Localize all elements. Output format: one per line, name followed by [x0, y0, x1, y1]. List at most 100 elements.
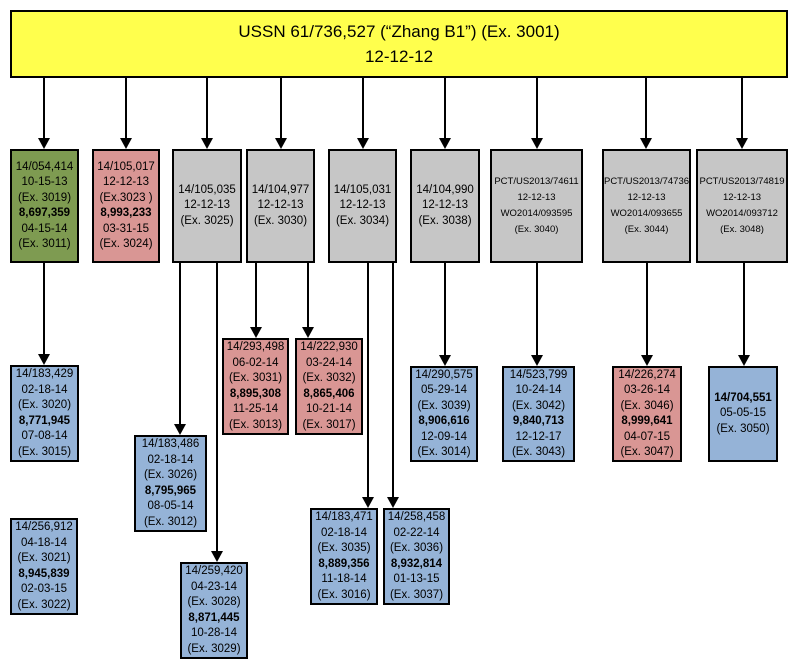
patent-box-line: (Ex. 3047) — [620, 446, 674, 458]
arrowhead-icon — [174, 424, 186, 435]
patent-box-line: (Ex. 3021) — [17, 552, 71, 564]
patent-box-line: 12-12-13 — [722, 192, 762, 203]
patent-box-line: 14/523,799 — [509, 368, 568, 381]
connector-line — [255, 263, 257, 329]
patent-box-line: (Ex. 3038) — [418, 214, 472, 227]
patent-box-line: 14/105,035 — [178, 183, 236, 196]
patent-box-line: 04-18-14 — [20, 536, 68, 549]
patent-box-line: (Ex. 3013) — [228, 418, 283, 431]
connector-line — [646, 263, 648, 357]
patent-box-line: (Ex. 3020) — [17, 399, 72, 411]
patent-box-line: 01-13-15 — [393, 573, 440, 585]
patent-box-line: 07-08-14 — [21, 430, 68, 442]
arrowhead-icon — [250, 327, 262, 338]
patent-box-line: (Ex. 3048) — [720, 224, 764, 235]
patent-box-line: (Ex. 3043) — [511, 446, 566, 458]
patent-box-line: 12-12-13 — [421, 199, 469, 212]
patent-box-line: (Ex. 3042) — [511, 399, 566, 412]
patent-box-line: (Ex. 3029) — [187, 642, 241, 655]
patent-box-line: (Ex. 3012) — [143, 515, 198, 528]
patent-box-line: (Ex. 3025) — [180, 214, 234, 227]
patent-box-line: 8,865,406 — [303, 387, 355, 400]
patent-box-line: 8,945,839 — [18, 567, 70, 580]
connector-line — [444, 78, 446, 140]
patent-box-line: 02-18-14 — [320, 526, 368, 539]
patent-box-line: (Ex. 3015) — [17, 445, 72, 458]
root-patent-title: USSN 61/736,527 (“Zhang B1”) (Ex. 3001) — [238, 22, 560, 41]
patent-box-14-523799: 14/523,799 10-24-14 (Ex. 3042) 9,840,713 12-… — [502, 366, 575, 462]
patent-box-line: (Ex. 3026) — [143, 469, 198, 481]
patent-box-line: (Ex. 3037) — [389, 588, 444, 601]
arrowhead-icon — [120, 138, 132, 149]
patent-box-line: 12-12-17 — [515, 430, 562, 443]
patent-box-line: (Ex. 3024) — [99, 238, 153, 250]
patent-box-line: WO2014/093595 — [500, 208, 573, 219]
patent-box-line: 02-03-15 — [20, 583, 68, 595]
patent-box-line: (Ex. 3044) — [624, 224, 669, 235]
connector-line — [179, 263, 181, 426]
patent-box-line: 03-31-15 — [102, 222, 150, 235]
patent-box-line: WO2014/093655 — [610, 208, 683, 219]
patent-box-line: (Ex. 3034) — [335, 214, 390, 227]
patent-box-line: PCT/US2013/74819 — [699, 176, 785, 187]
patent-box-line: (Ex. 3035) — [317, 542, 371, 554]
patent-box-line: (Ex. 3016) — [317, 588, 371, 601]
patent-box-line: 14/704,551 — [714, 391, 772, 404]
patent-box-line: 08-05-14 — [147, 500, 194, 512]
arrowhead-icon — [201, 138, 213, 149]
connector-line — [743, 263, 745, 357]
connector-line — [444, 263, 446, 357]
patent-box-line: 10-15-13 — [21, 176, 68, 188]
patent-box-line: 8,993,233 — [100, 207, 152, 219]
connector-line — [216, 263, 218, 553]
patent-box-line: 10-24-14 — [515, 384, 562, 396]
patent-box-line: 14/104,990 — [416, 183, 474, 196]
connector-line — [362, 78, 364, 140]
arrowhead-icon — [736, 138, 748, 149]
patent-box-line: (Ex. 3050) — [716, 422, 770, 435]
connector-line — [536, 263, 538, 357]
patent-box-line: 12-12-13 — [627, 192, 666, 203]
patent-box-line: 11-25-14 — [232, 403, 279, 415]
patent-box-line: (Ex. 3036) — [389, 542, 444, 554]
patent-box-14-104990: 14/104,990 12-12-13 (Ex. 3038) — [410, 149, 480, 263]
patent-box-line: 04-23-14 — [190, 580, 238, 593]
patent-box-line: PCT/US2013/74611 — [494, 176, 579, 187]
patent-box-line: (Ex. 3040) — [514, 224, 559, 235]
arrowhead-icon — [38, 354, 50, 365]
connector-line — [536, 78, 538, 140]
patent-box-line: 14/183,486 — [141, 438, 200, 450]
connector-line — [392, 263, 394, 499]
patent-box-line: (Ex. 3028) — [187, 596, 241, 608]
patent-box-line: 12-12-13 — [257, 199, 304, 212]
arrowhead-icon — [357, 138, 369, 149]
connector-line — [125, 78, 127, 140]
arrowhead-icon — [275, 138, 287, 149]
patent-box-line: (Ex. 3032) — [302, 372, 356, 384]
connector-line — [43, 263, 45, 356]
connector-line — [367, 263, 369, 499]
patent-box-line: 14/105,017 — [97, 160, 155, 173]
patent-box-line: 9,840,713 — [512, 415, 565, 427]
patent-box-line: WO2014/093712 — [706, 208, 778, 219]
patent-box-line: 14/183,429 — [15, 368, 74, 380]
patent-box-line: 12-12-13 — [102, 176, 150, 188]
patent-box-line: 12-12-13 — [339, 199, 386, 212]
patent-box-line: 8,697,359 — [18, 207, 71, 219]
arrowhead-icon — [640, 138, 652, 149]
patent-box-line: 14/258,458 — [387, 511, 446, 523]
patent-box-line: (Ex. 3014) — [417, 446, 471, 458]
